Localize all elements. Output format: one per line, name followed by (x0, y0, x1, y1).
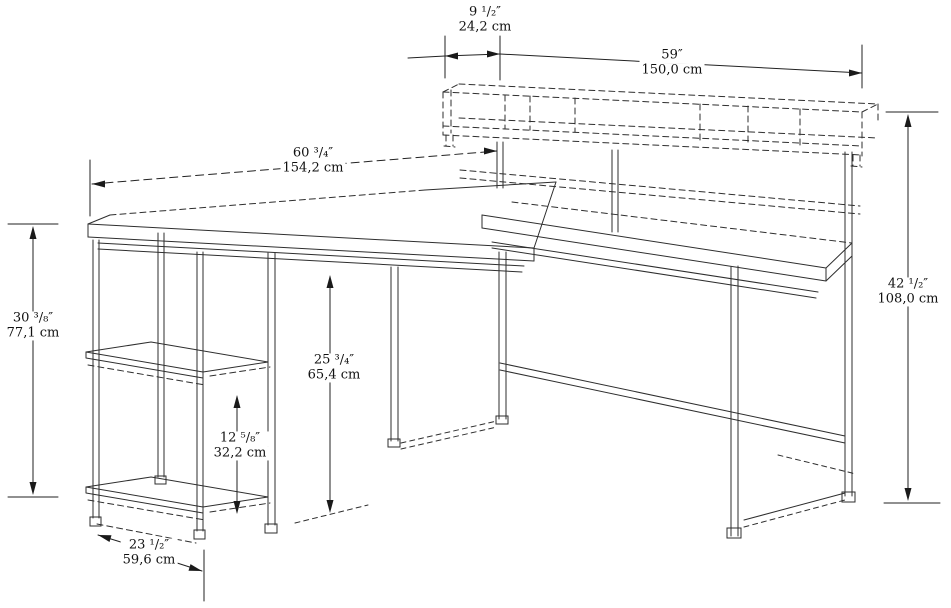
inches-value: 42 ¹/₂″ (875, 277, 941, 292)
dim-hutch-depth (407, 35, 501, 81)
inches-value: 59″ (639, 48, 705, 63)
return-desk (481, 141, 857, 539)
dim-desk-depth (97, 534, 205, 602)
hutch-cubby-dividers (504, 94, 801, 146)
hutch-support-post-mid (611, 149, 619, 233)
return-bottom-stretcher (743, 492, 846, 521)
inches-value: 25 ³/₄″ (305, 353, 363, 368)
tower-bottom-shelf (85, 476, 271, 544)
desktop-back-edge-hidden (109, 189, 426, 216)
desktop-length-label: 60 ³/₄″ 154,2 cm (280, 146, 346, 176)
cm-value: 77,1 cm (4, 325, 62, 341)
inches-value: 30 ³/₈″ (4, 311, 62, 326)
tower-post-front-left (92, 239, 100, 519)
cm-value: 65,4 cm (305, 367, 363, 383)
dim-clearance-height (326, 275, 334, 513)
hutch-width-label: 59″ 150,0 cm (639, 48, 705, 78)
cm-value: 154,2 cm (280, 160, 346, 176)
tower-post-back-right (267, 252, 276, 526)
hutch-support-post-left (496, 141, 504, 189)
dim-desk-height (7, 223, 59, 498)
dimension-lines (7, 35, 941, 602)
return-side-stretcher (499, 362, 846, 444)
cm-value: 59,6 cm (120, 552, 178, 568)
inches-value: 12 ⁵/₈″ (211, 431, 269, 446)
tower-post-front-right (196, 251, 204, 532)
hutch-outline (442, 83, 879, 215)
cm-value: 32,2 cm (211, 445, 269, 461)
return-front-leg (730, 265, 739, 537)
return-apron (491, 241, 819, 299)
dim-overall-height (883, 111, 941, 504)
desk-height-label: 30 ³/₈″ 77,1 cm (4, 311, 62, 341)
rear-leg-mid (390, 266, 399, 442)
tower-post-back-mid (157, 232, 165, 478)
shelf-spacing-label: 12 ⁵/₈″ 32,2 cm (211, 431, 269, 461)
shelf-tower (85, 232, 278, 544)
floor-line-hidden (294, 504, 369, 524)
desk-depth-label: 23 ¹/₂″ 59,6 cm (120, 538, 178, 568)
cm-value: 108,0 cm (875, 291, 941, 307)
rear-leg-corner (498, 251, 507, 420)
riser-shelf-hidden-edge (459, 169, 861, 207)
inches-value: 23 ¹/₂″ (120, 538, 178, 553)
desk-apron (97, 242, 525, 273)
main-desk-rear-legs (294, 251, 509, 524)
cm-value: 150,0 cm (639, 62, 705, 78)
hutch-depth-label: 9 ¹/₂″ 24,2 cm (456, 5, 514, 35)
inches-value: 60 ³/₄″ (280, 146, 346, 161)
return-rear-leg (844, 151, 853, 497)
clearance-height-label: 25 ³/₄″ 65,4 cm (305, 353, 363, 383)
cm-value: 24,2 cm (456, 19, 514, 35)
tower-middle-shelf (85, 341, 271, 386)
overall-height-label: 42 ¹/₂″ 108,0 cm (875, 277, 941, 307)
return-back-edge-hidden (511, 201, 853, 244)
inches-value: 9 ¹/₂″ (456, 5, 514, 20)
